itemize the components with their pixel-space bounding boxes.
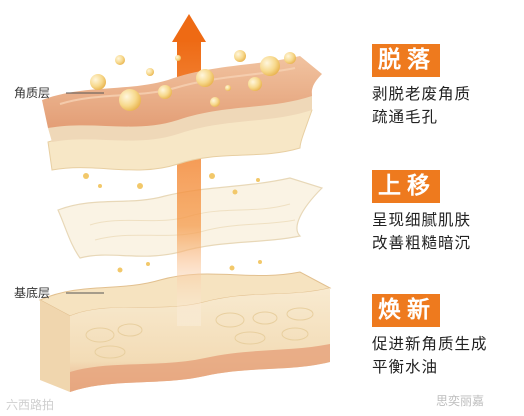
basal-layer-bottom-band xyxy=(70,344,330,392)
step-title: 焕新 xyxy=(372,294,440,327)
basal-layer-block xyxy=(38,271,332,392)
particle xyxy=(146,68,154,76)
particle xyxy=(98,184,102,188)
step-description: 剥脱老废角质 疏通毛孔 xyxy=(372,85,472,126)
particle xyxy=(115,55,125,65)
step-description: 促进新角质生成 平衡水油 xyxy=(372,335,488,376)
particle xyxy=(256,178,260,182)
particle xyxy=(117,267,123,273)
particle xyxy=(284,52,296,64)
step-title: 上移 xyxy=(372,170,440,203)
corneum-highlight xyxy=(59,67,296,105)
particle xyxy=(225,85,231,91)
basal-cells xyxy=(85,307,314,359)
arrow-head xyxy=(172,14,206,42)
particle xyxy=(158,85,172,99)
particle xyxy=(232,189,238,195)
stratum-corneum-block xyxy=(42,56,322,171)
skin-layers-illustration xyxy=(38,14,332,392)
stratum-corneum-label: 角质层 xyxy=(14,86,51,100)
particle xyxy=(90,74,106,90)
step-description: 呈现细腻肌肤 改善粗糙暗沉 xyxy=(372,211,472,252)
particle xyxy=(83,173,89,179)
particle xyxy=(229,265,235,271)
step-shedding: 脱落 剥脱老废角质 疏通毛孔 xyxy=(372,44,522,129)
particle xyxy=(258,260,262,264)
step-title: 脱落 xyxy=(372,44,440,77)
particle xyxy=(119,89,141,111)
step-moving-up: 上移 呈现细腻肌肤 改善粗糙暗沉 xyxy=(372,170,522,255)
particle xyxy=(146,262,150,266)
watermark-left: 六西路拍 xyxy=(6,398,55,412)
particle xyxy=(210,97,220,107)
particle xyxy=(234,50,246,62)
particle xyxy=(260,56,280,76)
flaking-particles xyxy=(83,50,296,273)
particle xyxy=(137,183,143,189)
watermark-right: 思奕丽嘉 xyxy=(436,394,485,408)
particle xyxy=(196,69,214,87)
particle xyxy=(209,173,215,179)
basal-layer-label: 基底层 xyxy=(14,286,51,300)
step-renewal: 焕新 促进新角质生成 平衡水油 xyxy=(372,294,522,379)
particle xyxy=(175,55,181,61)
basal-layer-front xyxy=(40,300,70,392)
particle xyxy=(248,77,262,91)
